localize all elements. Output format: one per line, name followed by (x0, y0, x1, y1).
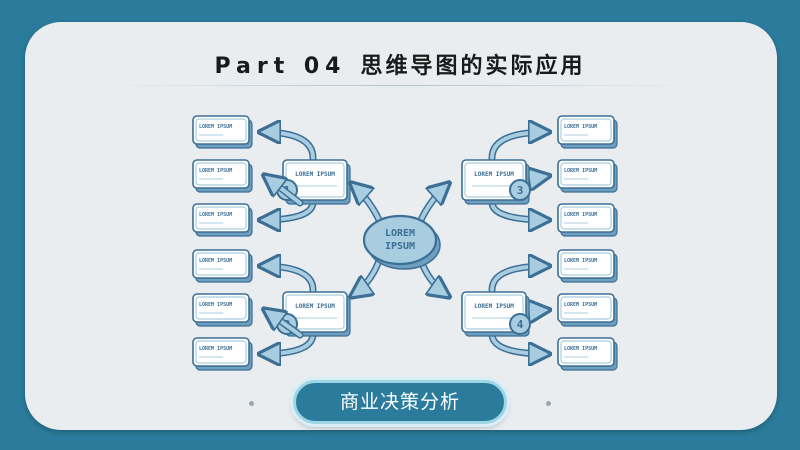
part-label: Part 04 (214, 54, 347, 79)
branch-3-arrow-up (490, 132, 548, 160)
leaf-box-right-4-label: LOREM IPSUM (564, 258, 597, 264)
branch-node-4-label: LOREM IPSUM (474, 303, 514, 310)
leaf-box-right-2-label: LOREM IPSUM (564, 168, 597, 174)
leaf-box-left-2-inner (195, 162, 247, 186)
branch-number-3-circle (509, 179, 531, 201)
leaf-box-left-6-inner (195, 340, 247, 364)
business-analysis-button[interactable]: 商业决策分析 (293, 380, 507, 424)
leaf-box-left-3 (192, 203, 250, 233)
leaf-box-left-5-inner (195, 296, 247, 320)
branch-number-4: 4 (517, 318, 524, 331)
leaf-box-right-6-label: LOREM IPSUM (564, 346, 597, 352)
leaf-box-right-1-inner (560, 118, 612, 142)
leaf-box-right-3 (557, 203, 615, 233)
slide-title: Part 04 思维导图的实际应用 (0, 48, 800, 80)
leaf-box-left-2-label: LOREM IPSUM (199, 168, 232, 174)
branch-2-arrow-up (261, 266, 315, 292)
decorative-dot-right (546, 401, 551, 406)
leaf-box-left-2 (192, 159, 250, 189)
leaf-box-right-2 (557, 159, 615, 189)
leaf-box-right-5 (557, 293, 615, 323)
branch-3-arrow-down (490, 200, 548, 220)
leaf-box-right-5-label: LOREM IPSUM (564, 302, 597, 308)
leaf-box-right-4-inner (560, 252, 612, 276)
leaf-box-left-5 (192, 293, 250, 323)
decorative-dot-left (249, 401, 254, 406)
title-text: 思维导图的实际应用 (360, 54, 586, 79)
branch-2-arrow-down (261, 332, 315, 354)
title-divider (100, 85, 700, 86)
branch-1-arrow-mid (265, 176, 302, 205)
leaf-box-left-4 (192, 249, 250, 279)
leaf-box-left-1 (192, 115, 250, 145)
branch-1-arrow-down (261, 200, 315, 220)
branch-1-arrow-up (261, 132, 315, 160)
branch-4-arrow-up (490, 266, 548, 292)
leaf-box-right-1 (557, 115, 615, 145)
leaf-box-left-1-inner (195, 118, 247, 142)
leaf-box-right-4 (557, 249, 615, 279)
branch-4-arrow-down (490, 332, 548, 354)
leaf-box-left-3-inner (195, 206, 247, 230)
center-arrow-1 (352, 184, 382, 224)
leaf-box-left-3-label: LOREM IPSUM (199, 212, 232, 218)
leaf-box-left-5-label: LOREM IPSUM (199, 302, 232, 308)
leaf-box-left-6-label: LOREM IPSUM (199, 346, 232, 352)
center-arrow-2 (352, 256, 382, 296)
leaf-box-right-6 (557, 337, 615, 367)
leaf-box-right-6-inner (560, 340, 612, 364)
center-arrow-3 (418, 184, 448, 224)
leaf-box-right-1-label: LOREM IPSUM (564, 124, 597, 130)
leaf-box-left-4-inner (195, 252, 247, 276)
leaf-box-right-2-inner (560, 162, 612, 186)
branch-number-3: 3 (517, 184, 524, 197)
branch-node-3-label: LOREM IPSUM (474, 171, 514, 178)
branch-number-4-circle (509, 313, 531, 335)
leaf-box-right-5-inner (560, 296, 612, 320)
center-bubble (362, 214, 438, 266)
leaf-box-left-1-label: LOREM IPSUM (199, 124, 232, 130)
center-label-line2: IPSUM (385, 241, 415, 252)
leaf-box-left-6 (192, 337, 250, 367)
center-label-line1: LOREM (385, 228, 415, 239)
branch-node-4-inner (464, 294, 524, 330)
branch-node-1-label: LOREM IPSUM (295, 171, 335, 178)
branch-node-2-label: LOREM IPSUM (295, 303, 335, 310)
leaf-box-right-3-inner (560, 206, 612, 230)
branch-2-arrow-mid (265, 310, 302, 337)
leaf-box-left-4-label: LOREM IPSUM (199, 258, 232, 264)
leaf-box-right-3-label: LOREM IPSUM (564, 212, 597, 218)
